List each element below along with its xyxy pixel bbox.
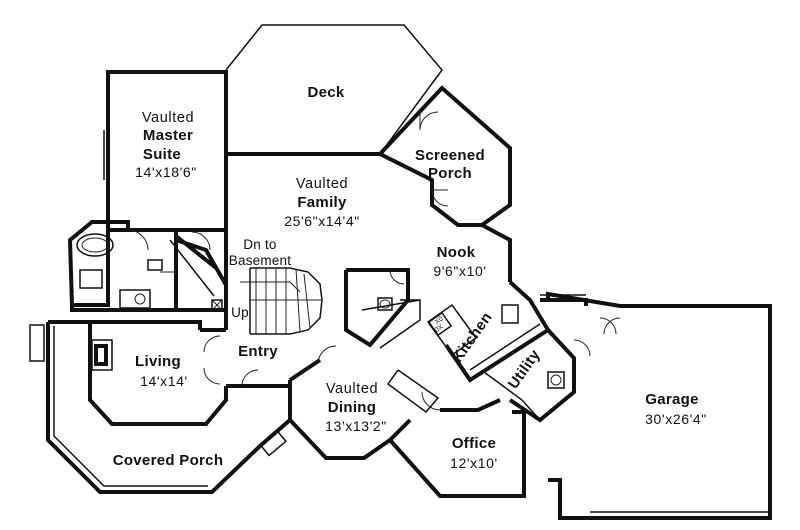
master-suite-dims: 14'x18'6" bbox=[135, 164, 197, 180]
family-prefix: Vaulted bbox=[296, 176, 348, 192]
dining-label: Dining bbox=[328, 399, 376, 416]
powder-room bbox=[344, 268, 421, 349]
office-dims: 12'x10' bbox=[450, 455, 498, 471]
covered-porch-label: Covered Porch bbox=[113, 452, 224, 469]
dining-prefix: Vaulted bbox=[326, 381, 378, 397]
garage-dims: 30'x26'4" bbox=[645, 411, 707, 427]
family-label: Family bbox=[297, 194, 347, 211]
stair-label-line1: Dn to bbox=[243, 237, 276, 252]
dining-dims: 13'x13'2" bbox=[325, 418, 387, 434]
nook-dims: 9'6"x10' bbox=[433, 263, 486, 279]
office-label: Office bbox=[452, 435, 496, 452]
range-label-top: X0 bbox=[434, 315, 445, 326]
garage-outline bbox=[540, 291, 772, 520]
master-suite-outline bbox=[103, 70, 228, 232]
garage-label: Garage bbox=[645, 391, 699, 408]
utility-room bbox=[483, 328, 591, 423]
closet-walls bbox=[169, 231, 228, 312]
living-outline bbox=[88, 320, 290, 426]
covered-porch-outline bbox=[29, 320, 292, 494]
stair bbox=[240, 267, 323, 335]
nook-label: Nook bbox=[437, 244, 476, 261]
screened-porch-label-line1: Screened bbox=[415, 147, 485, 164]
master-bath bbox=[67, 220, 178, 312]
screened-porch-label-line2: Porch bbox=[428, 165, 472, 182]
family-dims: 25'6"x14'4" bbox=[284, 213, 360, 229]
deck-label: Deck bbox=[307, 84, 344, 101]
office-outline bbox=[386, 369, 526, 498]
stair-up-label: Up bbox=[231, 305, 249, 320]
stair-label-line2: Basement bbox=[229, 253, 291, 268]
master-suite-prefix: Vaulted bbox=[142, 110, 194, 126]
range-label-bottom: 0X bbox=[434, 323, 445, 334]
dining-outline bbox=[288, 345, 412, 460]
main-walls bbox=[200, 152, 512, 332]
master-suite-label-line1: Master bbox=[143, 127, 193, 144]
living-dims: 14'x14' bbox=[140, 373, 188, 389]
master-suite-label-line2: Suite bbox=[143, 146, 181, 163]
entry-label: Entry bbox=[238, 343, 278, 360]
living-label: Living bbox=[135, 353, 181, 370]
